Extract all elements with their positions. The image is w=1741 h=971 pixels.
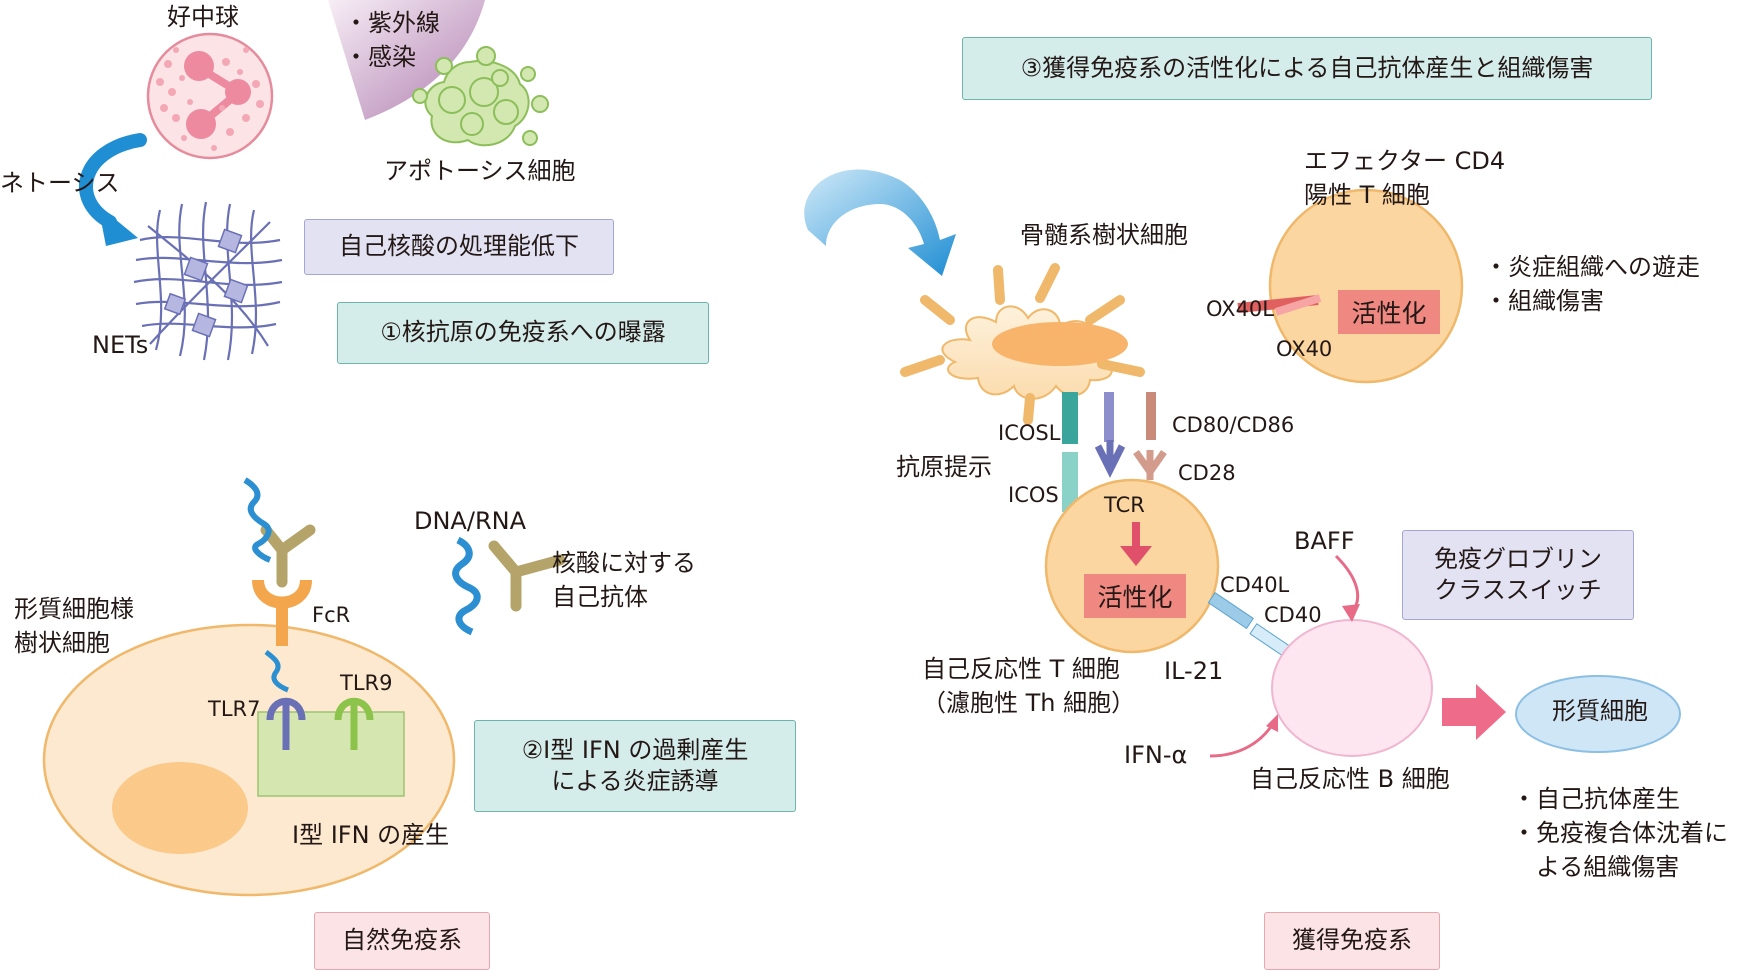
step2-line-2: による炎症誘導 <box>551 767 719 795</box>
transition-arrow <box>804 169 956 276</box>
tlr7-label: TLR7 <box>208 697 261 721</box>
adaptive-category-box: 獲得免疫系 <box>1264 912 1440 970</box>
baff-arrowhead <box>1342 604 1360 622</box>
tfh-activation-badge: 活性化 <box>1084 574 1186 618</box>
antigen-presentation-label: 抗原提示 <box>896 453 992 481</box>
effector-t-label-2: 陽性 T 細胞 <box>1304 181 1430 209</box>
differentiation-arrow <box>1442 684 1506 740</box>
netosis-label: ネトーシス <box>0 169 120 197</box>
neutrophil-label: 好中球 <box>167 3 239 31</box>
pdc-label-1: 形質細胞様 <box>14 595 134 623</box>
step2-box: ②Ⅰ型 IFN の過剰産生 による炎症誘導 <box>474 720 796 812</box>
tfh-label-2: （濾胞性 Th 細胞） <box>922 689 1136 717</box>
ox40l-label: OX40L <box>1206 297 1274 321</box>
ifn-production-label: Ⅰ型 IFN の産生 <box>292 821 450 849</box>
plasma-effect-1: ・自己抗体産生 <box>1512 785 1680 813</box>
b-cell <box>1271 619 1433 757</box>
effector-activation-badge: 活性化 <box>1338 290 1440 334</box>
dendritic-cell-label: 骨髄系樹状細胞 <box>1020 221 1188 249</box>
tlr7-receptor <box>266 697 306 750</box>
autoantibody-label-1: 核酸に対する <box>552 549 696 577</box>
icosl-bar <box>1062 392 1078 444</box>
baff-arrow <box>1334 554 1360 613</box>
netosis-arrow <box>79 133 147 246</box>
plasma-effect-3: よる組織傷害 <box>1536 853 1680 881</box>
plasma-cell-label: 形質細胞 <box>1552 697 1648 725</box>
autoantibody-label-2: 自己抗体 <box>552 583 648 611</box>
effector-t-cell <box>1268 188 1464 384</box>
icos-bar <box>1062 452 1078 512</box>
ox40-label: OX40 <box>1276 337 1333 361</box>
fcr-label: FcR <box>312 603 351 627</box>
dendritic-cell-icon <box>900 263 1145 425</box>
class-switch-line-2: クラススイッチ <box>1434 576 1602 604</box>
ifn-alpha-arrowhead <box>1266 714 1278 732</box>
ifn-alpha-arrow <box>1209 721 1276 758</box>
dna-helix-icon <box>243 477 272 563</box>
free-autoantibody <box>488 540 566 612</box>
il21-label: IL-21 <box>1164 657 1224 685</box>
cd80-bar <box>1146 392 1156 440</box>
step2-line-1: ②Ⅰ型 IFN の過剰産生 <box>521 735 749 764</box>
plasmacytoid-dc <box>42 623 456 897</box>
tlr7-rna <box>264 650 289 693</box>
class-switch-box: 免疫グロブリン クラススイッチ <box>1402 530 1634 620</box>
icosl-label: ICOSL <box>998 421 1061 445</box>
cd40-label: CD40 <box>1264 603 1322 627</box>
b-cell-label: 自己反応性 B 細胞 <box>1250 765 1450 793</box>
ifn-alpha-label: IFN-α <box>1124 741 1188 769</box>
neutrophil-icon <box>146 32 274 160</box>
innate-category-box: 自然免疫系 <box>314 912 490 970</box>
effector-effect-2: ・組織傷害 <box>1484 287 1604 315</box>
mhc-bar <box>1104 392 1114 442</box>
class-switch-line-1: 免疫グロブリン <box>1434 544 1602 573</box>
tcr-label: TCR <box>1104 493 1145 517</box>
cd28-receptor <box>1133 449 1167 480</box>
baff-label: BAFF <box>1294 527 1355 555</box>
pdc-label-2: 樹状細胞 <box>14 629 110 657</box>
cd40l-label: CD40L <box>1220 573 1290 597</box>
antibody-icon <box>260 524 316 588</box>
effector-effect-1: ・炎症組織への遊走 <box>1484 253 1700 281</box>
tfh-label-1: 自己反応性 T 細胞 <box>922 655 1120 683</box>
plasma-effect-2: ・免疫複合体沈着に <box>1512 819 1728 847</box>
reduced-clearance-box: 自己核酸の処理能低下 <box>304 219 614 275</box>
icos-label: ICOS <box>1008 483 1059 507</box>
step1-box: ①核抗原の免疫系への曝露 <box>337 302 709 364</box>
nets-nodes <box>163 228 249 338</box>
fcr-receptor <box>252 579 312 646</box>
tcr-activation-arrow <box>1120 522 1152 566</box>
cd40l-bar <box>1207 592 1254 630</box>
nets-label: NETs <box>92 331 149 359</box>
cd28-label: CD28 <box>1178 461 1236 485</box>
dna-rna-label: DNA/RNA <box>414 507 526 535</box>
plasma-cell <box>1515 675 1681 753</box>
tcr-receptor <box>1094 440 1126 478</box>
apoptotic-cell-icon <box>412 46 549 147</box>
uv-infection-wedge <box>328 0 485 120</box>
trigger-infection: ・感染 <box>344 43 416 71</box>
tlr9-receptor <box>334 697 374 750</box>
step3-box: ③獲得免疫系の活性化による自己抗体産生と組織傷害 <box>962 37 1652 100</box>
trigger-uv: ・紫外線 <box>344 9 440 37</box>
effector-t-label-1: エフェクター CD4 <box>1304 147 1506 175</box>
tlr9-label: TLR9 <box>340 671 393 695</box>
apoptotic-cell-label: アポトーシス細胞 <box>384 157 576 185</box>
ox40-receptor <box>1274 294 1322 316</box>
cd80-86-label: CD80/CD86 <box>1172 413 1295 437</box>
free-dna-helix <box>452 536 481 636</box>
